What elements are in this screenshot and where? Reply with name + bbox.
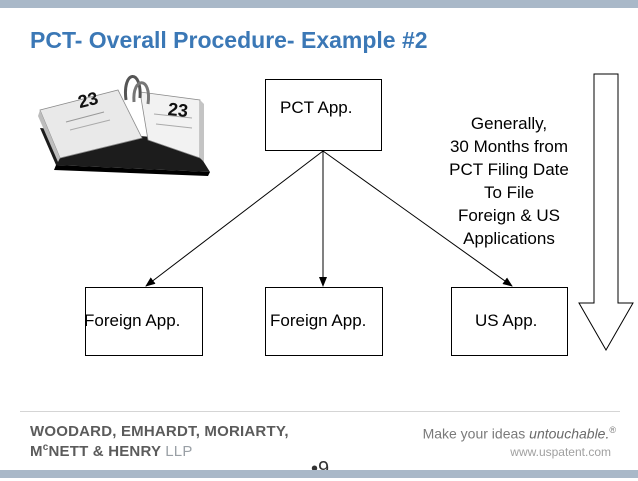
foreign-app-box-2: Foreign App. [265, 287, 383, 356]
firm-llp: LLP [165, 443, 192, 460]
tagline-registered: ® [609, 425, 616, 435]
note-line: 30 Months from [424, 135, 594, 158]
foreign-app-label-2: Foreign App. [270, 311, 366, 331]
timing-note: Generally, 30 Months from PCT Filing Dat… [424, 112, 594, 250]
tagline-emphasis: untouchable. [529, 426, 609, 442]
arrow-to-foreign-1 [146, 151, 323, 286]
note-line: PCT Filing Date [424, 158, 594, 181]
firm-mc-m: M [30, 443, 43, 460]
foreign-app-box-1: Foreign App. [85, 287, 203, 356]
tagline-text: Make your ideas [423, 426, 530, 442]
note-line: To File [424, 181, 594, 204]
foreign-app-label-1: Foreign App. [84, 311, 180, 331]
note-line: Applications [424, 227, 594, 250]
firm-name-line-2: McNETT & HENRY LLP [30, 442, 193, 460]
firm-name-main: NETT & HENRY [48, 443, 160, 460]
bottom-accent-bar [0, 470, 638, 478]
pct-app-box: PCT App. [265, 79, 382, 151]
firm-website[interactable]: www.uspatent.com [510, 445, 611, 459]
us-app-box: US App. [451, 287, 568, 356]
us-app-label: US App. [475, 311, 537, 331]
firm-tagline: Make your ideas untouchable.® [423, 425, 616, 442]
note-line: Generally, [424, 112, 594, 135]
firm-name-line-1: WOODARD, EMHARDT, MORIARTY, [30, 423, 289, 440]
pct-app-label: PCT App. [280, 98, 352, 118]
note-line: Foreign & US [424, 204, 594, 227]
footer-divider [20, 411, 620, 412]
